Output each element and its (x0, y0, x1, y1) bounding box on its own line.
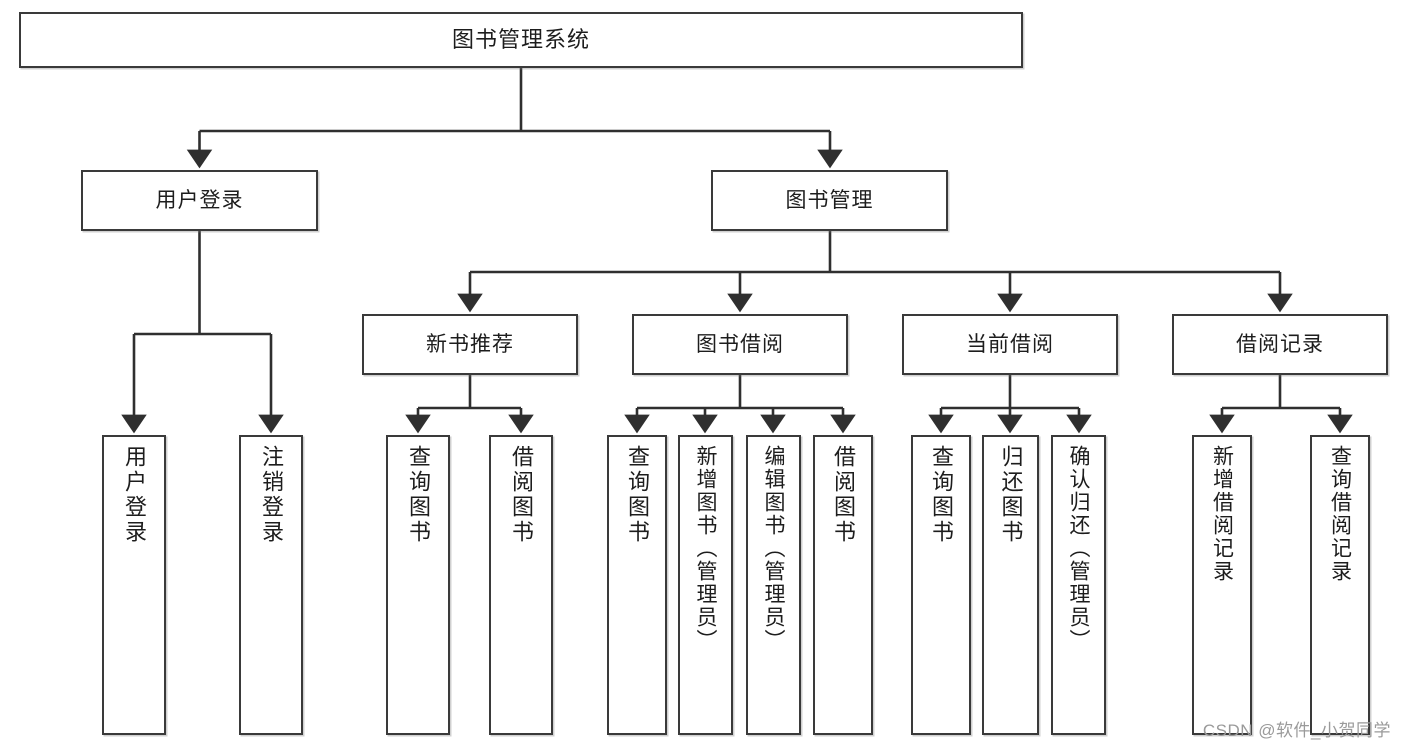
node-leaf-query-borrow-record[interactable]: 查询借阅记录 (1310, 435, 1370, 735)
node-label: 用户登录 (122, 445, 147, 545)
node-new-book-recommend[interactable]: 新书推荐 (362, 314, 578, 375)
node-label: 图书借阅 (696, 332, 784, 356)
node-leaf-query-book-recommend[interactable]: 查询图书 (386, 435, 450, 735)
node-label: 查询图书 (625, 445, 650, 545)
node-label: 新书推荐 (426, 332, 514, 356)
node-label: 图书管理 (785, 188, 874, 212)
node-label: 查询借阅记录 (1328, 445, 1352, 583)
node-label: 归还图书 (998, 445, 1024, 545)
node-label: 编辑图书（管理员） (762, 445, 785, 652)
node-borrow-record[interactable]: 借阅记录 (1172, 314, 1388, 375)
node-label: 借阅图书 (509, 445, 534, 545)
node-leaf-query-book-borrow[interactable]: 查询图书 (607, 435, 667, 735)
node-label: 查询图书 (929, 445, 954, 545)
node-label: 新增借阅记录 (1210, 445, 1234, 583)
node-leaf-borrow-book-recommend[interactable]: 借阅图书 (489, 435, 553, 735)
node-leaf-confirm-return-admin[interactable]: 确认归还（管理员） (1051, 435, 1106, 735)
node-label: 查询图书 (406, 445, 431, 545)
node-leaf-return-book[interactable]: 归还图书 (982, 435, 1039, 735)
node-book-manage[interactable]: 图书管理 (711, 170, 948, 231)
watermark-text: CSDN @软件_小贺同学 (1202, 721, 1391, 740)
node-label: 借阅记录 (1236, 332, 1324, 356)
node-leaf-user-login[interactable]: 用户登录 (102, 435, 166, 735)
node-user-login[interactable]: 用户登录 (81, 170, 318, 231)
node-label: 图书管理系统 (451, 26, 590, 52)
node-book-borrow[interactable]: 图书借阅 (632, 314, 848, 375)
node-root-book-management-system[interactable]: 图书管理系统 (19, 12, 1023, 68)
node-leaf-add-book-admin[interactable]: 新增图书（管理员） (678, 435, 733, 735)
node-leaf-add-borrow-record[interactable]: 新增借阅记录 (1192, 435, 1252, 735)
node-label: 新增图书（管理员） (694, 445, 717, 652)
node-label: 确认归还（管理员） (1067, 445, 1090, 652)
node-current-borrow[interactable]: 当前借阅 (902, 314, 1118, 375)
node-label: 借阅图书 (831, 445, 856, 545)
node-label: 注销登录 (259, 445, 284, 545)
node-leaf-query-book-current[interactable]: 查询图书 (911, 435, 971, 735)
node-label: 当前借阅 (966, 332, 1054, 356)
node-label: 用户登录 (155, 188, 244, 212)
node-leaf-edit-book-admin[interactable]: 编辑图书（管理员） (746, 435, 801, 735)
node-leaf-borrow-book[interactable]: 借阅图书 (813, 435, 873, 735)
node-leaf-user-logout[interactable]: 注销登录 (239, 435, 303, 735)
